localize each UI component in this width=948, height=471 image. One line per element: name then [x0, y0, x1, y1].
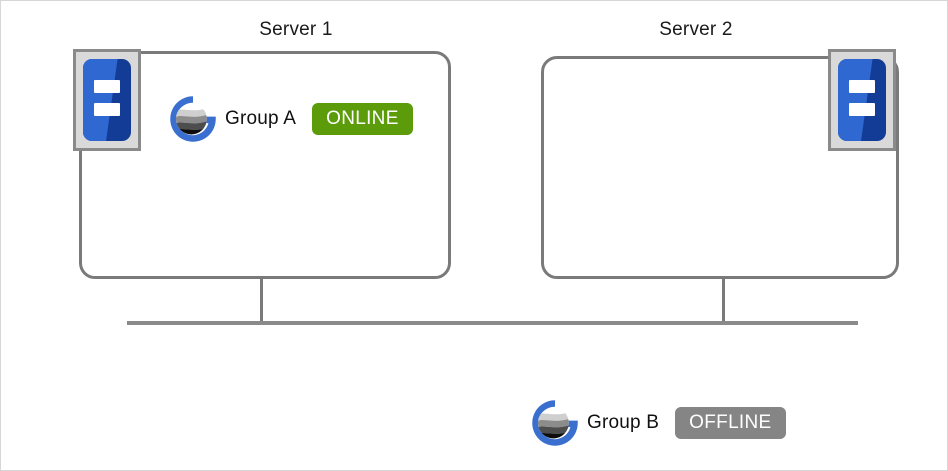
cluster-group-logo-icon: [170, 96, 216, 142]
server-icon-body: [83, 59, 131, 141]
group-row-a[interactable]: Group A ONLINE: [167, 93, 413, 145]
server-icon: [828, 49, 896, 151]
server-icon-slot-1: [849, 80, 875, 93]
server-icon-slot-1: [94, 80, 120, 93]
server-icon-slot-2: [94, 103, 120, 116]
server-1-drop-wire: [260, 279, 263, 323]
cluster-group-logo-icon: [532, 400, 578, 446]
server-2-title: Server 2: [659, 19, 733, 40]
server-1-box[interactable]: [79, 51, 451, 279]
server-icon-slot-2: [849, 103, 875, 116]
group-b-label: Group B: [587, 412, 660, 433]
group-a-status-badge[interactable]: ONLINE: [312, 103, 413, 135]
group-row-b[interactable]: Group B OFFLINE: [529, 397, 786, 449]
group-b-status-badge[interactable]: OFFLINE: [675, 407, 786, 439]
group-a-label: Group A: [225, 108, 297, 129]
server-2-drop-wire: [722, 279, 725, 323]
server-1-title: Server 1: [259, 19, 333, 40]
server-icon-body: [838, 59, 886, 141]
server-icon: [73, 49, 141, 151]
network-bus-line: [127, 321, 858, 325]
